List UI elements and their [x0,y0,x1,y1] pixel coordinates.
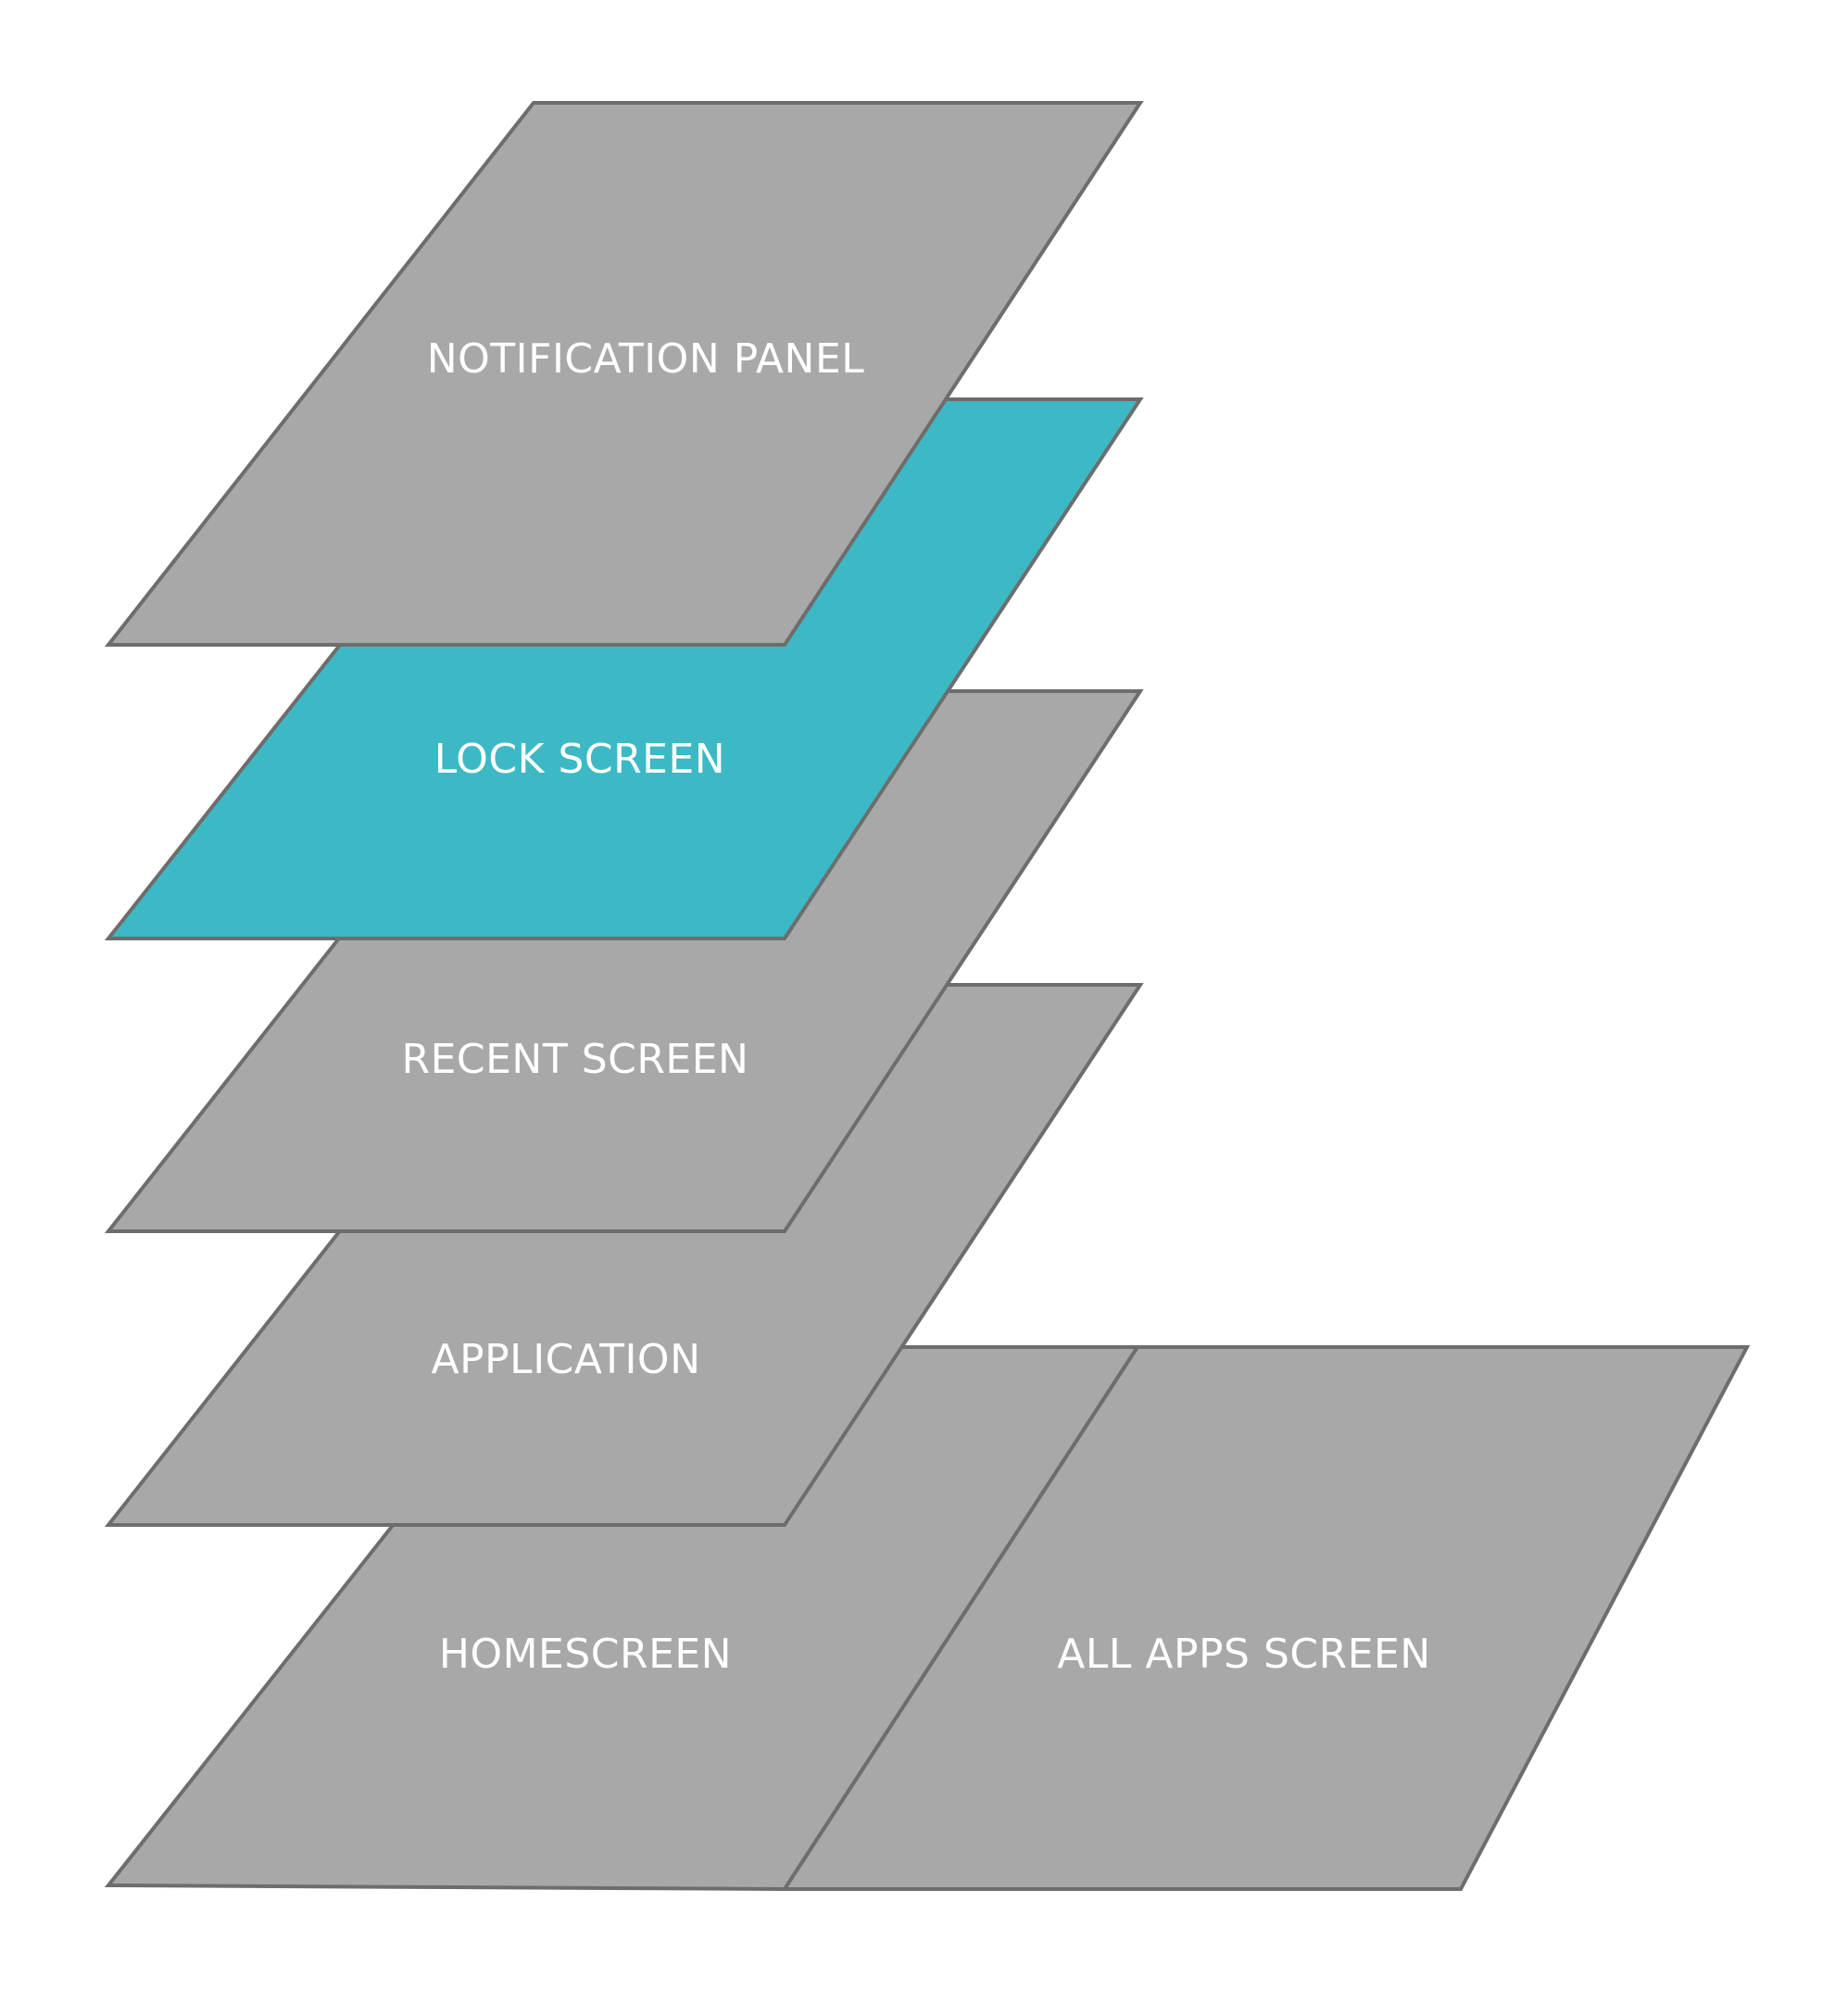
application-label: APPLICATION [432,1336,701,1383]
recent-screen-label: RECENT SCREEN [402,1036,749,1083]
layer-application: APPLICATION [104,983,1144,1527]
all-apps-screen-plane [781,1345,1751,1891]
notification-panel-label: NOTIFICATION PANEL [427,335,865,383]
layer-homescreen: HOMESCREEN [104,1345,1141,1892]
layer-all-apps-screen: ALL APPS SCREEN [781,1345,1751,1891]
notification-panel-plane [104,101,1144,647]
lock-screen-label: LOCK SCREEN [434,736,725,783]
layer-notification-panel: NOTIFICATION PANEL [104,101,1144,647]
all-apps-screen-label: ALL APPS SCREEN [1057,1631,1430,1678]
homescreen-label: HOMESCREEN [439,1631,732,1678]
